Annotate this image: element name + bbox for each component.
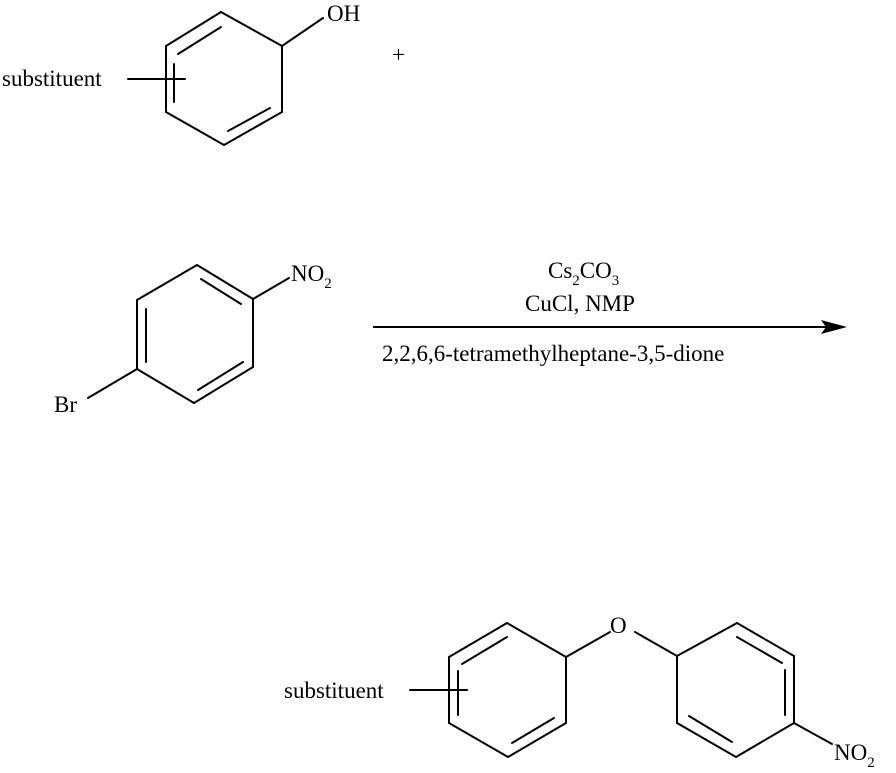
reaction-arrow: [373, 320, 847, 334]
substituent-label: substituent: [2, 66, 102, 91]
product-right-ring: [677, 623, 794, 757]
diaryl-ether-product: substituent O NO2: [284, 613, 875, 771]
product-substituent-label: substituent: [284, 678, 384, 703]
bromonitrobenzene-reactant: NO2 Br: [54, 261, 332, 417]
oh-bond: [282, 18, 323, 46]
nitro-label: NO2: [291, 261, 332, 292]
product-nitro-label: NO2: [834, 740, 875, 771]
ether-bond-left: [566, 632, 610, 657]
phenol-reactant: OH substituent: [2, 1, 360, 145]
product-nitro-bond: [794, 723, 832, 744]
ether-oxygen-label: O: [610, 613, 627, 638]
bromonitrobenzene-ring: [137, 265, 253, 403]
bromo-bond: [88, 369, 137, 398]
ether-bond-right: [635, 632, 677, 656]
bromo-label: Br: [54, 392, 77, 417]
oh-label: OH: [327, 1, 360, 26]
condition-base: Cs2CO3: [548, 258, 619, 289]
nitro-bond: [253, 278, 289, 299]
condition-ligand: 2,2,6,6-tetramethylheptane-3,5-dione: [382, 341, 724, 366]
condition-catalyst-solvent: CuCl, NMP: [525, 291, 635, 316]
plus-sign: +: [392, 42, 405, 67]
